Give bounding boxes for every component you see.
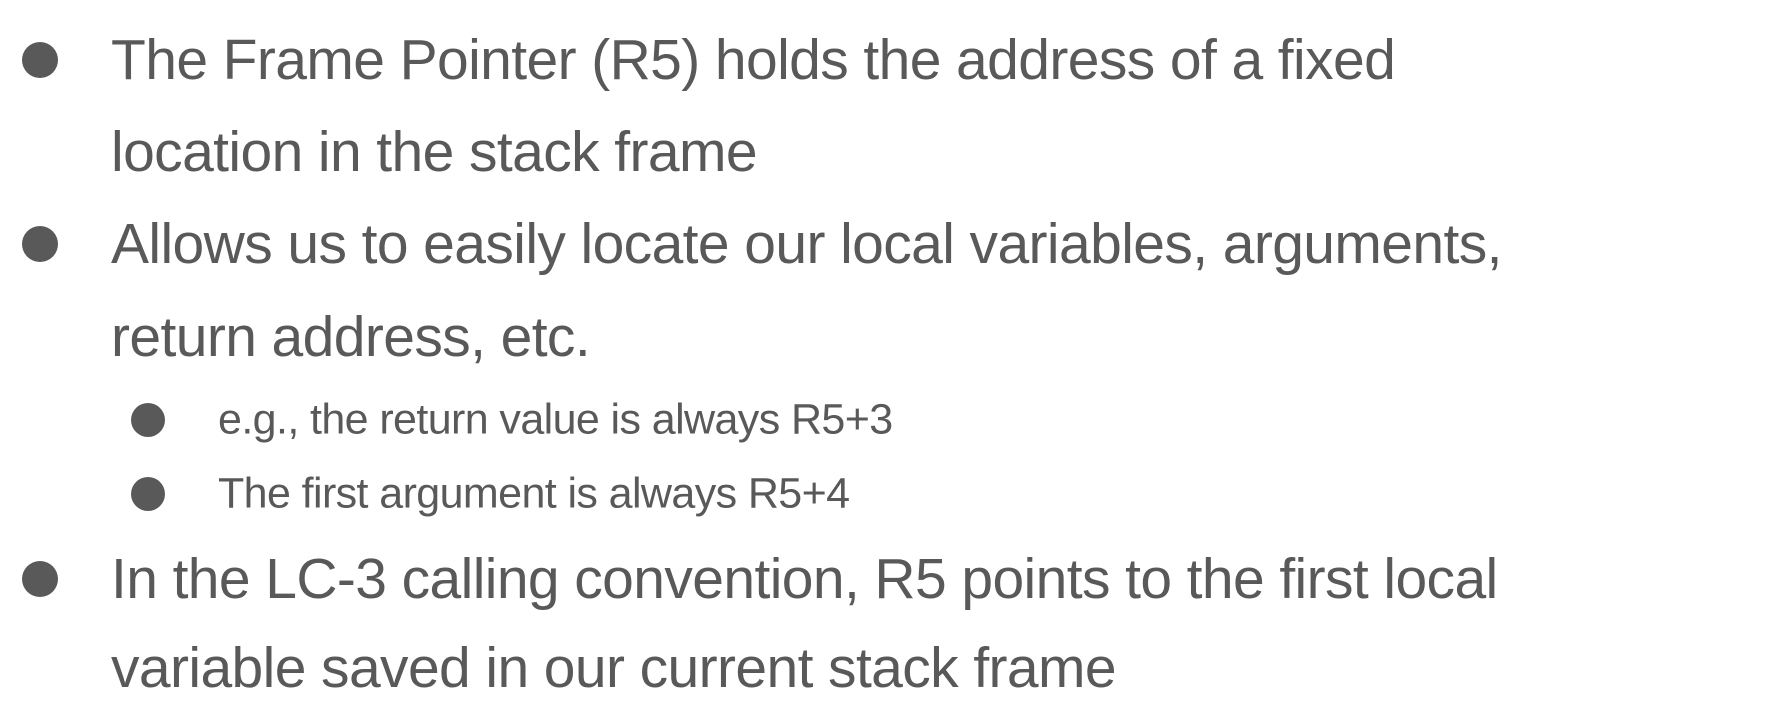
bullet-3-line-2: variable saved in our current stack fram… [111, 636, 1117, 700]
bullet-3-line-1: In the LC-3 calling convention, R5 point… [111, 547, 1498, 611]
sub-bullet-icon [131, 403, 165, 437]
sub-bullet-1: e.g., the return value is always R5+3 [218, 395, 893, 444]
sub-bullet-2: The first argument is always R5+4 [218, 469, 850, 518]
bullet-2-line-1: Allows us to easily locate our local var… [111, 212, 1502, 276]
bullet-1-line-1: The Frame Pointer (R5) holds the address… [111, 28, 1396, 92]
sub-bullet-icon [131, 477, 165, 511]
bullet-icon [22, 42, 58, 78]
bullet-icon [22, 226, 58, 262]
bullet-1-line-2: location in the stack frame [111, 120, 758, 184]
bullet-icon [22, 561, 58, 597]
bullet-2-line-2: return address, etc. [111, 305, 591, 369]
